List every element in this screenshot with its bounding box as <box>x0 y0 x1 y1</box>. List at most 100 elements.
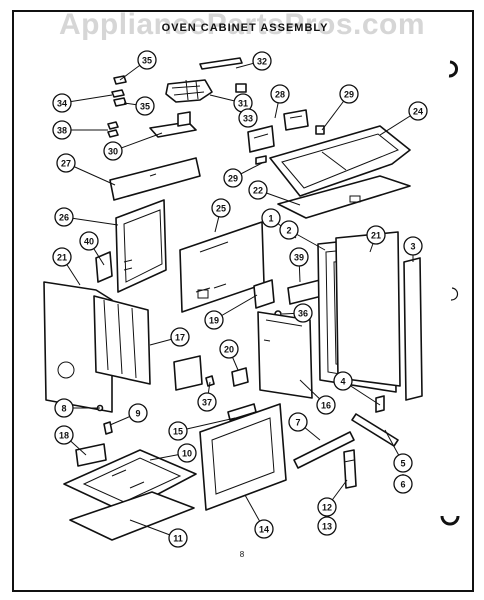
callout-10[interactable]: 10 <box>177 443 197 463</box>
callout-21b[interactable]: 21 <box>52 247 72 267</box>
callout-37[interactable]: 37 <box>197 392 217 412</box>
callout-14[interactable]: 14 <box>254 519 274 539</box>
callout-26[interactable]: 26 <box>54 207 74 227</box>
callout-11[interactable]: 11 <box>168 528 188 548</box>
callout-34[interactable]: 34 <box>52 93 72 113</box>
callout-circle <box>393 453 413 473</box>
part-26-back-panel[interactable] <box>115 199 167 293</box>
callout-25[interactable]: 25 <box>211 198 231 218</box>
callout-33[interactable]: 33 <box>238 108 258 128</box>
part-30-bracket[interactable] <box>149 111 197 138</box>
callout-circle <box>408 101 428 121</box>
callout-30[interactable]: 30 <box>103 141 123 161</box>
callout-4[interactable]: 4 <box>333 371 353 391</box>
callout-40[interactable]: 40 <box>79 231 99 251</box>
callout-circle <box>279 220 299 240</box>
callout-20[interactable]: 20 <box>219 339 239 359</box>
part-24-top-panel[interactable] <box>269 125 411 197</box>
part-29-connector[interactable] <box>255 125 325 165</box>
part-14-oven-door[interactable] <box>199 403 287 511</box>
callout-label: 13 <box>322 522 332 532</box>
callout-1[interactable]: 1 <box>261 208 281 228</box>
callout-15[interactable]: 15 <box>168 421 188 441</box>
part-16-inner-panel[interactable] <box>257 311 313 399</box>
part-19-bracket[interactable] <box>173 279 275 391</box>
callout-circle <box>293 303 313 323</box>
part-33-block[interactable] <box>235 83 247 93</box>
callout-19[interactable]: 19 <box>204 310 224 330</box>
part-17-insulation[interactable] <box>93 295 151 385</box>
callout-label: 15 <box>173 427 183 437</box>
part-12-13-hinge[interactable] <box>343 449 357 489</box>
part-11-bottom-plate[interactable] <box>69 491 195 541</box>
callout-2[interactable]: 2 <box>279 220 299 240</box>
callout-label: 31 <box>238 99 248 109</box>
callout-circle <box>252 51 272 71</box>
part-31-bracket[interactable] <box>165 79 213 103</box>
callout-22[interactable]: 22 <box>248 180 268 200</box>
callout-3[interactable]: 3 <box>403 236 423 256</box>
callout-13[interactable]: 13 <box>317 516 337 536</box>
callout-29a[interactable]: 29 <box>339 84 359 104</box>
part-20-clip[interactable] <box>231 367 249 387</box>
watermark-text: AppliancePartsPros.com <box>58 8 426 41</box>
part-38-screws[interactable] <box>107 121 119 138</box>
callout-circle <box>54 207 74 227</box>
part-22-panel[interactable] <box>277 175 411 219</box>
callout-18[interactable]: 18 <box>54 425 74 445</box>
callout-21a[interactable]: 21 <box>366 225 386 245</box>
callout-circle <box>333 371 353 391</box>
callout-label: 19 <box>209 316 219 326</box>
callout-7[interactable]: 7 <box>288 412 308 432</box>
callout-circle <box>254 519 274 539</box>
callout-circle <box>403 236 423 256</box>
callout-17[interactable]: 17 <box>170 327 190 347</box>
callout-28[interactable]: 28 <box>270 84 290 104</box>
binder-mark-mid <box>450 287 459 301</box>
callout-label: 14 <box>259 525 269 535</box>
part-32-bar[interactable] <box>199 57 243 70</box>
callout-label: 28 <box>275 90 285 100</box>
callout-circle <box>52 120 72 140</box>
callout-16[interactable]: 16 <box>316 395 336 415</box>
callout-5[interactable]: 5 <box>393 453 413 473</box>
callout-35b[interactable]: 35 <box>135 96 155 116</box>
callout-39[interactable]: 39 <box>289 247 309 267</box>
callout-circle <box>270 84 290 104</box>
part-8-9-hardware[interactable] <box>96 404 113 435</box>
part-37-screw[interactable] <box>205 375 215 387</box>
part-28-switches[interactable] <box>247 109 309 153</box>
part-18-bracket[interactable] <box>75 443 107 467</box>
part-4-strip[interactable] <box>375 395 385 413</box>
callout-9[interactable]: 9 <box>128 403 148 423</box>
callout-36[interactable]: 36 <box>293 303 313 323</box>
part-10-bottom-pan[interactable] <box>63 449 197 513</box>
callout-label: 35 <box>140 102 150 112</box>
callout-29b[interactable]: 29 <box>223 168 243 188</box>
callout-label: 18 <box>59 431 69 441</box>
callout-24[interactable]: 24 <box>408 101 428 121</box>
callout-circle <box>168 528 188 548</box>
callout-circle <box>54 398 74 418</box>
callout-label: 25 <box>216 204 226 214</box>
callout-circle <box>289 247 309 267</box>
callout-8[interactable]: 8 <box>54 398 74 418</box>
part-3-strip[interactable] <box>403 257 423 401</box>
part-7-trim-bar[interactable] <box>293 431 355 469</box>
part-21-door-liner[interactable] <box>335 231 401 387</box>
callout-label: 39 <box>294 253 304 263</box>
callout-38[interactable]: 38 <box>52 120 72 140</box>
callout-32[interactable]: 32 <box>252 51 272 71</box>
part-34-clips[interactable] <box>111 89 127 107</box>
part-39-bracket[interactable] <box>287 279 323 305</box>
callout-6[interactable]: 6 <box>393 474 413 494</box>
callout-label: 3 <box>410 242 415 252</box>
callout-12[interactable]: 12 <box>317 497 337 517</box>
callout-35a[interactable]: 35 <box>137 50 157 70</box>
callout-27[interactable]: 27 <box>56 153 76 173</box>
part-27-trim[interactable] <box>109 157 201 201</box>
binder-mark-bottom <box>440 515 460 526</box>
